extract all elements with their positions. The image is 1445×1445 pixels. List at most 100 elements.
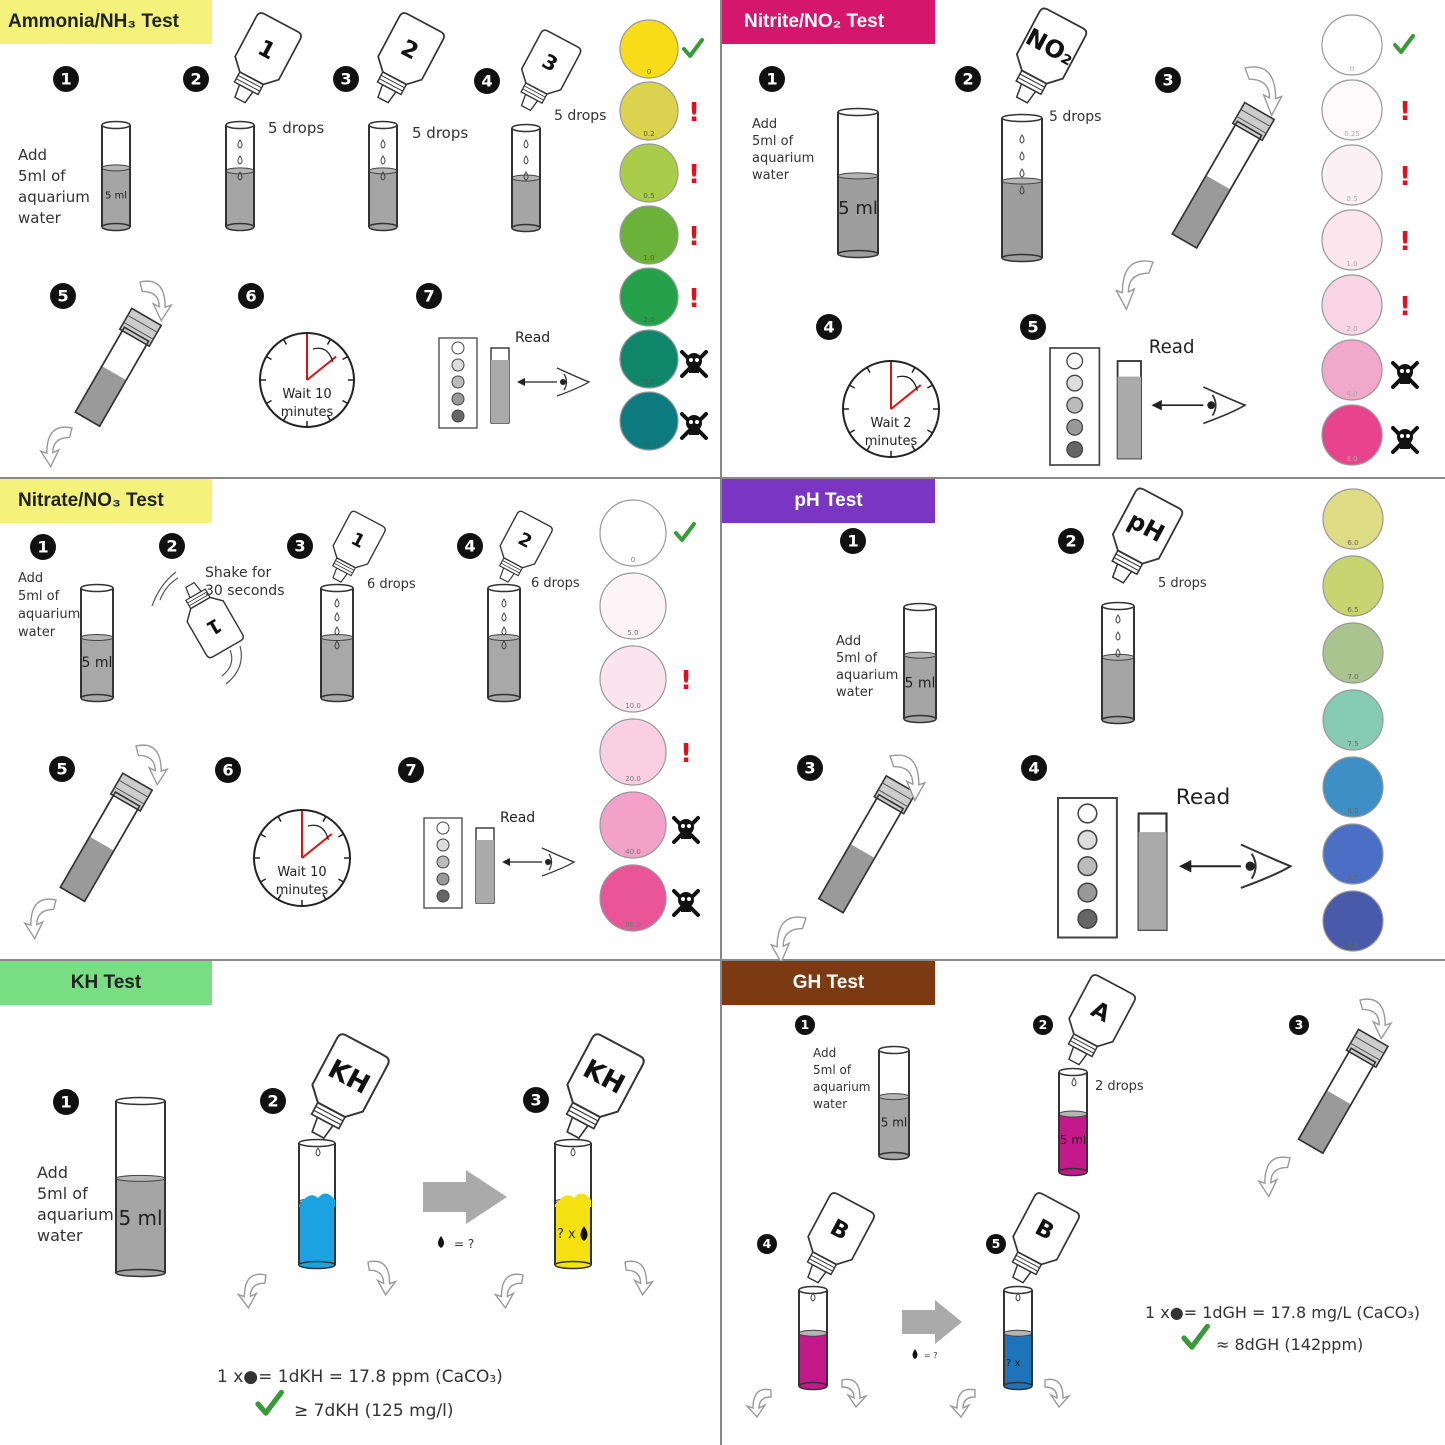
step-2-badge: 2 [183, 66, 209, 92]
wait-text: Wait 10 [277, 865, 326, 880]
color-swatch: 0 [1321, 14, 1383, 76]
drops-label: 5 drops [554, 108, 606, 124]
rotation-arrow-icon [1114, 260, 1154, 311]
test-tube [1101, 601, 1135, 725]
shake-motion-lines [151, 571, 242, 685]
test-tube: 5 ml [80, 583, 114, 703]
instruction-text: water [18, 209, 62, 227]
test-tube [320, 583, 354, 703]
step-number: 1 [847, 531, 858, 550]
color-swatch: 0 [619, 19, 679, 79]
color-swatch: 9.0 [1322, 890, 1384, 952]
ph-test-title: pH Test [722, 479, 935, 523]
read-label: Read [1176, 785, 1230, 810]
swatch-value: 1.0 [643, 254, 654, 262]
swatch-value: 2.0 [643, 316, 654, 324]
swatch-value: 10.0 [641, 440, 657, 448]
drops-label: 6 drops [367, 577, 416, 592]
step-number: 7 [405, 760, 416, 779]
swatch-value: 8.5 [1347, 874, 1358, 882]
swatch-value: 8.0 [1346, 455, 1357, 463]
test-tube [225, 120, 255, 232]
test-tube [368, 120, 398, 232]
step-4-badge: 4 [1021, 755, 1047, 781]
swatch-value: 7.5 [1347, 740, 1358, 748]
test-tube-magenta: 5 ml [1058, 1067, 1088, 1177]
kh-recommendation: ≥ 7dKH (125 mg/l) [294, 1401, 454, 1421]
swatch-value: 9.0 [1347, 941, 1358, 949]
step-number: 6 [245, 286, 256, 305]
swatch-value: 10.0 [625, 702, 641, 710]
check-icon [1181, 1323, 1210, 1350]
warning-icon: ! [1399, 162, 1411, 192]
gh-reagent-bottle-a: A [1067, 974, 1136, 1066]
kh-reagent-bottle-1: KH [310, 1033, 390, 1140]
instruction-text: 5ml of [37, 1184, 88, 1203]
step-number: 5 [56, 759, 67, 778]
swatch-value: 20.0 [625, 775, 641, 783]
color-swatch: 8.0 [1321, 404, 1383, 466]
step-2-badge: 2 [260, 1088, 286, 1114]
kh-formula: 1 x●= 1dKH = 17.8 ppm (CaCO₃) [217, 1367, 503, 1387]
step-3-badge: 3 [333, 66, 359, 92]
step-number: 4 [464, 536, 475, 555]
reagent-bottle-1: 1 [331, 510, 386, 583]
skull-icon [672, 816, 700, 844]
test-tube-blue [1003, 1285, 1033, 1391]
color-swatch: 2.0 [1321, 274, 1383, 336]
svg-text:!: ! [680, 739, 692, 769]
step-number: 1 [766, 69, 777, 88]
capped-tube [1297, 1028, 1390, 1155]
capped-tube [74, 307, 163, 428]
step-5-badge: 5 [986, 1234, 1006, 1254]
color-swatch: 1.0 [1321, 209, 1383, 271]
read-color-scene: Read [423, 810, 576, 909]
test-tube-yellow [554, 1138, 592, 1270]
swatch-value: 5.0 [643, 378, 654, 386]
instruction-text: 5ml of [18, 589, 60, 604]
rotation-arrow-icon [889, 754, 927, 802]
color-swatch: 7.0 [1322, 622, 1384, 684]
instruction-text: 5ml of [836, 651, 878, 666]
drops-label: 5 drops [1049, 109, 1101, 125]
color-swatch: 6.5 [1322, 555, 1384, 617]
color-swatch: 0.5 [1321, 144, 1383, 206]
instruction-text: water [752, 168, 790, 183]
step-number: 5 [57, 286, 68, 305]
rotation-arrow-icon [367, 1260, 398, 1297]
swatch-value: 8.0 [1347, 807, 1358, 815]
step-number: 2 [962, 69, 973, 88]
svg-text:!: ! [688, 284, 700, 314]
volume-label: 5 ml [838, 198, 878, 219]
test-tube: 5 ml [903, 602, 937, 724]
wait-text: minutes [281, 405, 334, 420]
drop-eq-text: = ? [924, 1351, 938, 1360]
step-6-badge: 6 [215, 757, 241, 783]
warning-icon: ! [688, 160, 700, 190]
reagent-bottle: pH [1111, 487, 1184, 584]
rotation-arrow-icon [744, 1388, 772, 1419]
step-5-badge: 5 [50, 283, 76, 309]
step-number: 1 [60, 1092, 71, 1111]
swatch-value: 0.25 [1344, 130, 1360, 138]
instruction-text: aquarium [813, 1080, 871, 1094]
drops-label: 6 drops [531, 576, 580, 591]
test-tube: 5 ml [101, 120, 131, 232]
instruction-text: Add [836, 634, 861, 649]
drops-label: 5 drops [268, 119, 324, 137]
instruction-text: 30 seconds [205, 583, 285, 599]
warning-icon: ! [688, 222, 700, 252]
shake-text: Shake for 30 seconds [205, 565, 285, 599]
rotation-arrow-icon [948, 1388, 976, 1419]
instruction-text: Shake for [205, 565, 272, 581]
step-number: 3 [294, 536, 305, 555]
rotation-arrow-icon [1257, 1156, 1291, 1199]
test-tube: 5 ml [115, 1096, 166, 1278]
instruction-text: aquarium [18, 188, 90, 206]
step-number: 4 [763, 1236, 772, 1251]
